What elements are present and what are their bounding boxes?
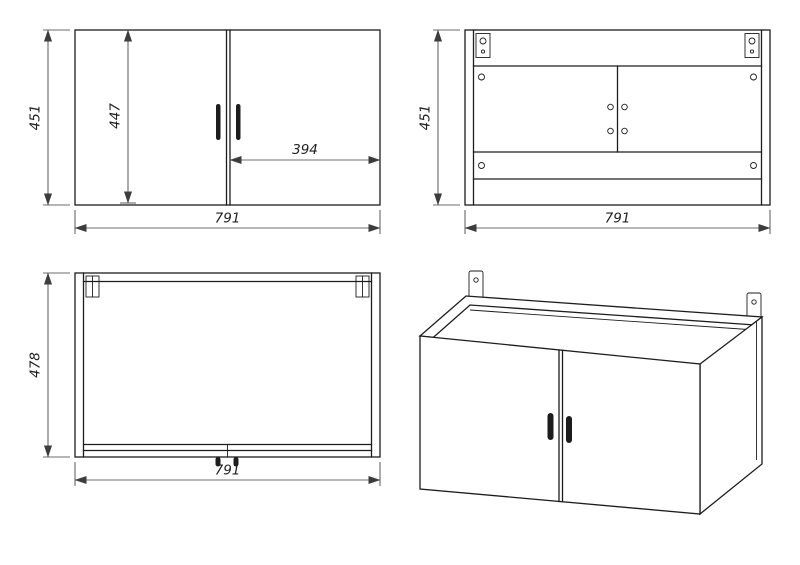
front-width-label: 791 [215, 211, 241, 227]
front-inner-height-dimension: 447 [108, 29, 136, 204]
screw-hole [748, 37, 756, 45]
bracket-plate [744, 33, 760, 58]
left-hanger-bracket [85, 275, 100, 298]
top-view-cabinet [74, 272, 381, 467]
front-height-label: 451 [28, 105, 44, 131]
screw-hole [478, 162, 485, 169]
back-width-label: 791 [605, 211, 631, 227]
top-view: 478 791 [28, 272, 381, 486]
back-view: 451 791 [418, 29, 771, 234]
plan-width-label: 791 [215, 463, 241, 479]
screw-hole [607, 127, 614, 135]
back-width-dimension: 791 [464, 210, 771, 234]
right-door-handle [236, 104, 241, 140]
left-hanger-bracket [475, 33, 491, 58]
front-height-dimension: 451 [28, 29, 70, 206]
left-door-handle [547, 413, 554, 440]
right-door-handle [566, 416, 572, 443]
screw-hole [607, 103, 614, 111]
right-hanger-bracket [744, 33, 760, 58]
screw-hole [751, 299, 757, 305]
right-door-handle-top [233, 457, 239, 467]
bracket-plate [475, 33, 491, 58]
cabinet-outline [74, 272, 381, 458]
right-hanger-bracket [355, 275, 370, 298]
perspective-view [418, 270, 764, 516]
plan-depth-label: 478 [28, 352, 44, 378]
front-face [419, 335, 701, 515]
plan-depth-dimension: 478 [28, 272, 70, 458]
back-panel-top-edge [469, 309, 756, 331]
front-inner-height-label: 447 [108, 103, 124, 129]
back-height-dimension: 451 [418, 29, 460, 206]
screw-hole [478, 73, 485, 81]
screw-hole [621, 127, 628, 135]
screw-hole [621, 103, 628, 111]
screw-hole [750, 73, 757, 81]
left-door-handle-top [215, 457, 221, 467]
back-view-cabinet [464, 29, 771, 206]
plan-width-dimension: 791 [74, 462, 381, 486]
back-height-label: 451 [418, 105, 434, 131]
front-half-width-dimension: 394 [229, 142, 381, 165]
front-view: 451 447 394 791 [28, 29, 381, 234]
screw-hole [480, 49, 486, 54]
screw-hole [750, 162, 757, 169]
left-door-handle [216, 104, 221, 140]
screw-hole [473, 277, 479, 283]
front-half-width-label: 394 [292, 142, 318, 158]
front-width-dimension: 791 [74, 210, 381, 234]
screw-hole [749, 49, 755, 54]
screw-hole [479, 37, 487, 45]
